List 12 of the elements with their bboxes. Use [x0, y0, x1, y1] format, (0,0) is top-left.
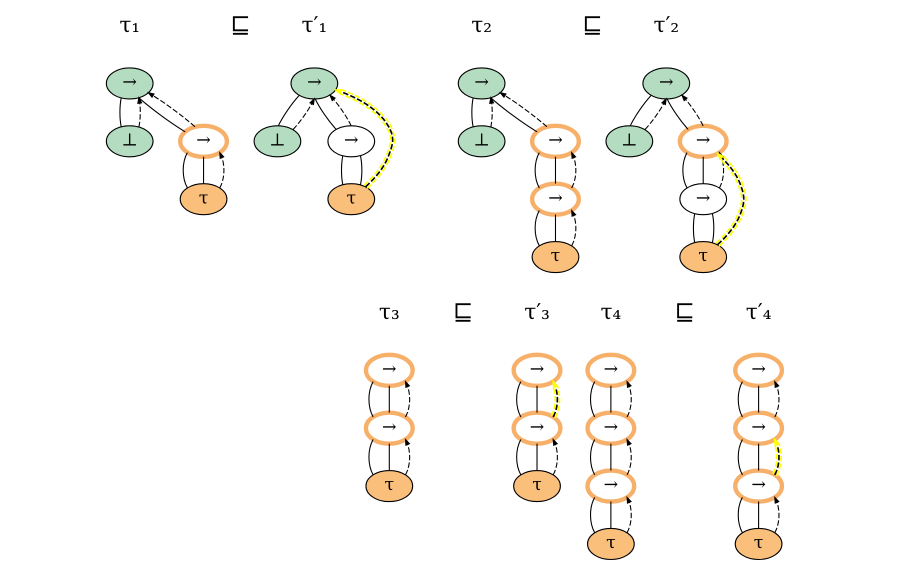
- label: ⊑: [582, 10, 602, 39]
- label: ⊑: [674, 298, 694, 326]
- label: τ₄: [600, 300, 621, 326]
- label: τ′₄: [745, 300, 771, 326]
- label: τ′₂: [652, 13, 679, 38]
- label: τ′₁: [301, 13, 327, 38]
- label: ⊑: [452, 298, 473, 326]
- label: τ₂: [470, 13, 492, 38]
- label: τ₁: [118, 13, 140, 38]
- label: τ₃: [378, 300, 400, 326]
- label: ⊑: [230, 10, 250, 39]
- label: τ′₃: [524, 300, 550, 326]
